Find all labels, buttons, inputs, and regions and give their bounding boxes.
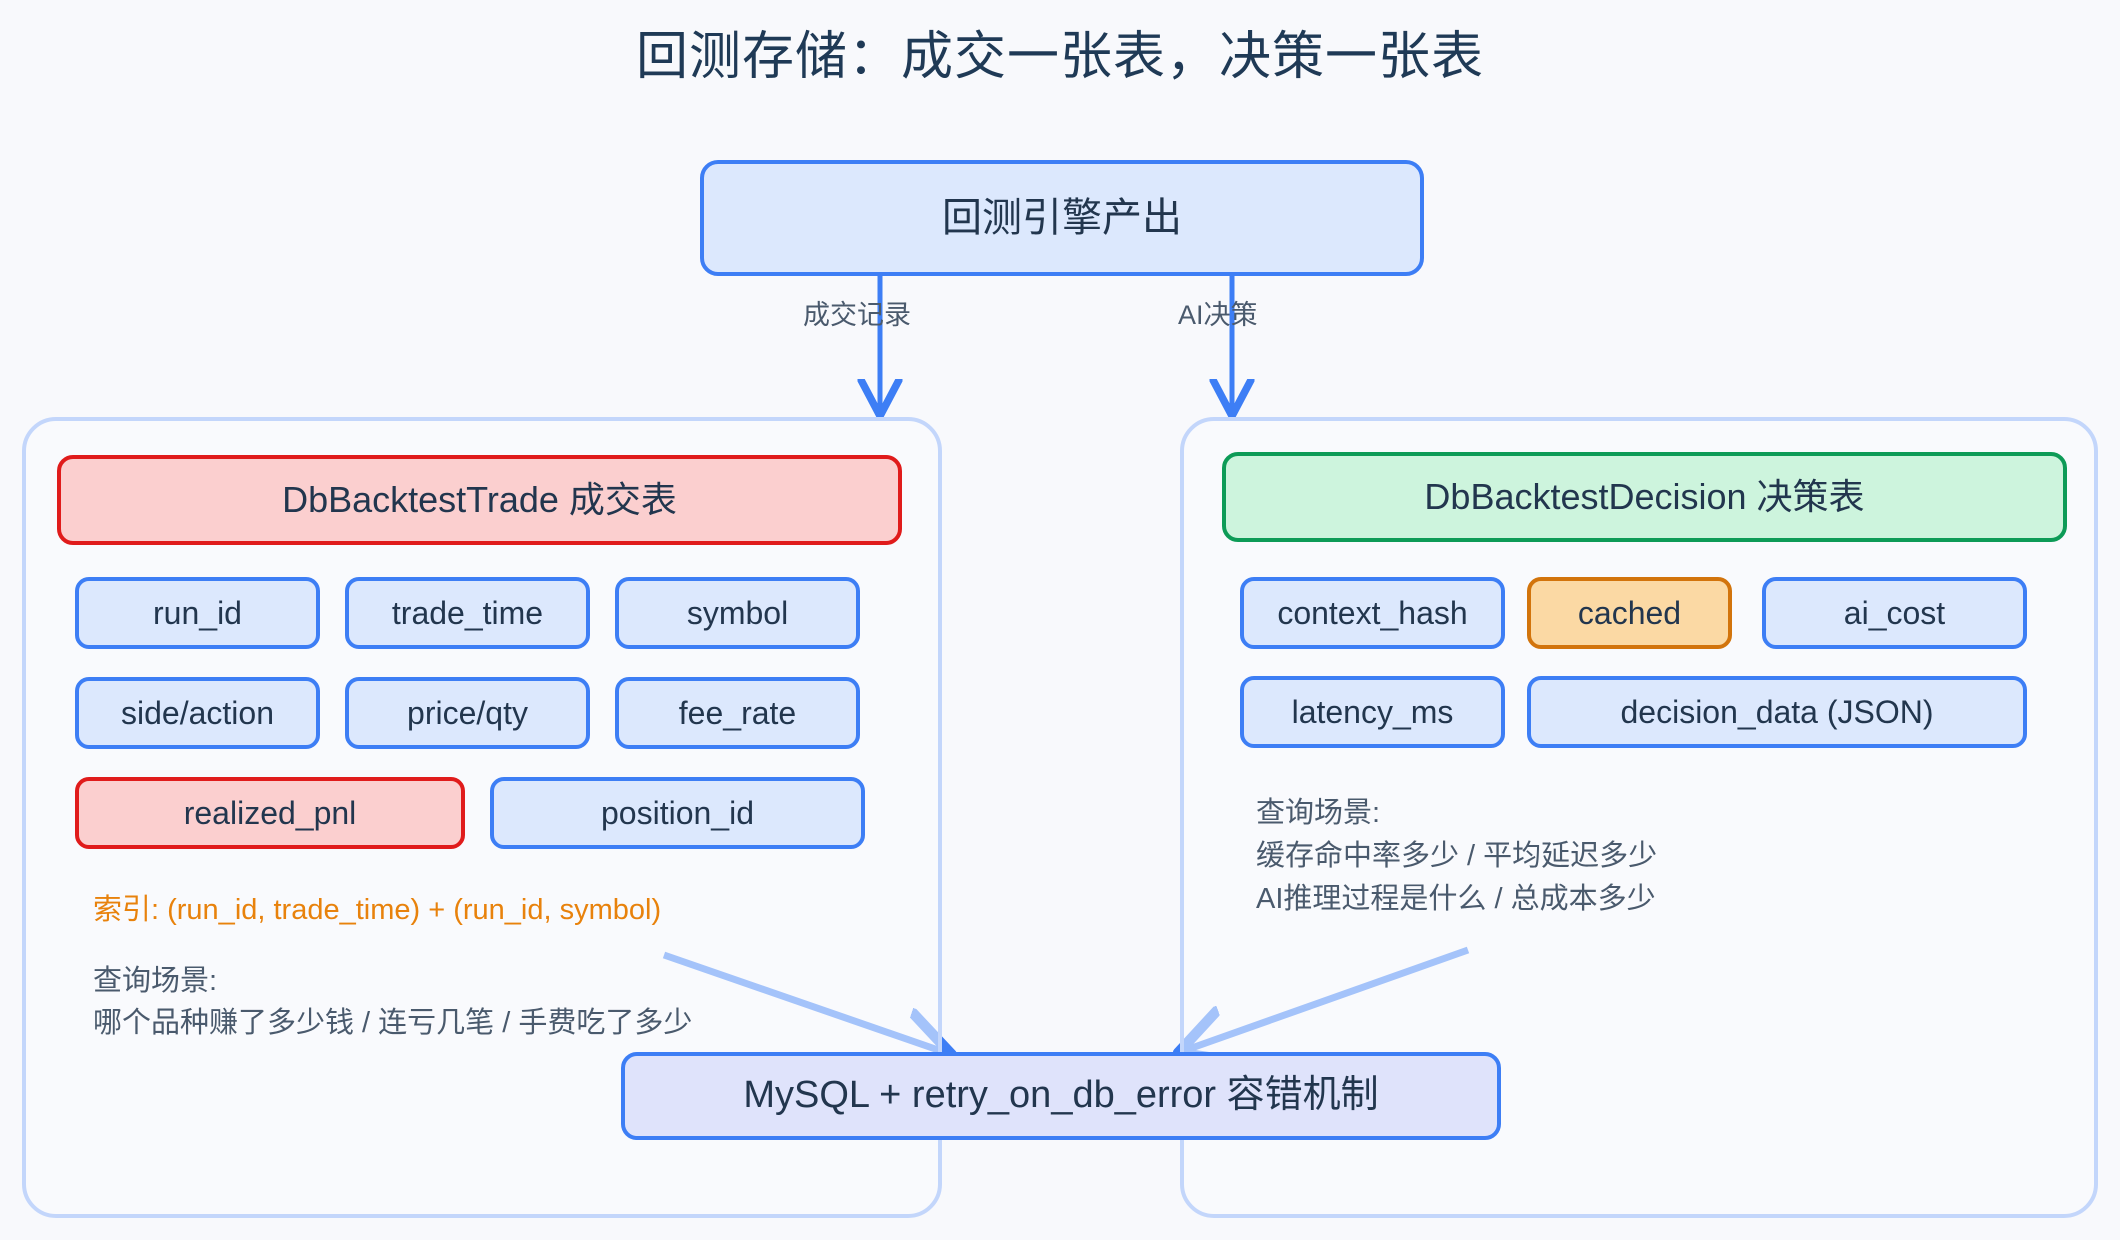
decision-note-line2: AI推理过程是什么 / 总成本多少 (1256, 883, 1656, 915)
trade-table-header[interactable]: DbBacktestTrade 成交表 (57, 455, 902, 545)
storage-node[interactable]: MySQL + retry_on_db_error 容错机制 (621, 1052, 1501, 1140)
field-run-id[interactable]: run_id (75, 577, 320, 649)
field-price-qty-label: price/qty (407, 694, 528, 731)
storage-node-label: MySQL + retry_on_db_error 容错机制 (743, 1074, 1379, 1117)
field-trade-time-label: trade_time (391, 594, 544, 631)
field-ai-cost-label: ai_cost (1843, 594, 1946, 631)
backtest-engine-label: 回测引擎产出 (942, 196, 1182, 240)
field-realized-pnl-label: realized_pnl (183, 794, 357, 831)
backtest-engine-node[interactable]: 回测引擎产出 (700, 160, 1424, 276)
field-symbol-label: symbol (686, 594, 789, 631)
field-cached[interactable]: cached (1527, 577, 1732, 649)
field-position-id-label: position_id (601, 794, 754, 831)
page-title: 回测存储：成交一张表，决策一张表 (635, 28, 1484, 86)
field-side-action-label: side/action (121, 694, 274, 731)
field-symbol[interactable]: symbol (615, 577, 860, 649)
field-decision-data-label: decision_data (JSON) (1620, 693, 1934, 730)
field-run-id-label: run_id (153, 594, 242, 631)
field-price-qty[interactable]: price/qty (345, 677, 590, 749)
decision-note-title: 查询场景: (1256, 797, 1381, 829)
field-fee-rate-label: fee_rate (678, 694, 797, 731)
field-cached-label: cached (1577, 594, 1682, 631)
field-ai-cost[interactable]: ai_cost (1762, 577, 2027, 649)
field-decision-data[interactable]: decision_data (JSON) (1527, 676, 2027, 748)
field-context-hash-label: context_hash (1277, 594, 1468, 631)
field-context-hash[interactable]: context_hash (1240, 577, 1505, 649)
edge-label-ai-decision: AI决策 (1178, 300, 1258, 330)
field-trade-time[interactable]: trade_time (345, 577, 590, 649)
field-fee-rate[interactable]: fee_rate (615, 677, 860, 749)
decision-table-header[interactable]: DbBacktestDecision 决策表 (1222, 452, 2067, 542)
field-realized-pnl[interactable]: realized_pnl (75, 777, 465, 849)
trade-table-header-label: DbBacktestTrade 成交表 (282, 479, 677, 521)
trade-note-body: 哪个品种赚了多少钱 / 连亏几笔 / 手费吃了多少 (93, 1007, 693, 1039)
decision-table-header-label: DbBacktestDecision 决策表 (1424, 476, 1865, 518)
decision-note-line1: 缓存命中率多少 / 平均延迟多少 (1256, 840, 1658, 872)
field-latency-ms-label: latency_ms (1291, 693, 1454, 730)
trade-index-text: 索引: (run_id, trade_time) + (run_id, symb… (93, 894, 662, 926)
field-latency-ms[interactable]: latency_ms (1240, 676, 1505, 748)
edge-label-trade-records: 成交记录 (803, 300, 911, 330)
field-position-id[interactable]: position_id (490, 777, 865, 849)
field-side-action[interactable]: side/action (75, 677, 320, 749)
trade-note-title: 查询场景: (93, 965, 218, 997)
